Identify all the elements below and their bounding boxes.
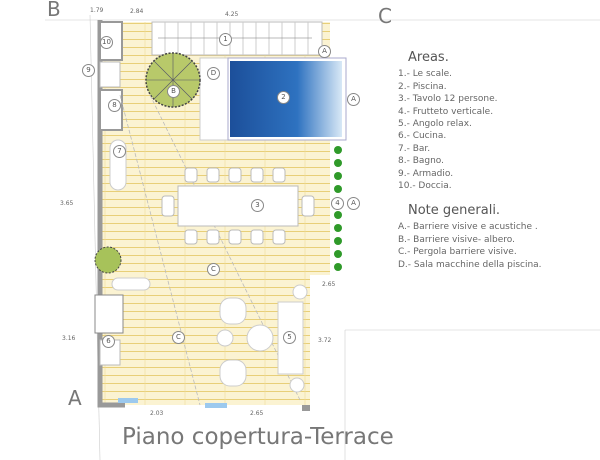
areas-legend: Areas. 1.- Le scale. 2.- Piscina. 3.- Ta… (398, 50, 498, 192)
marker-table: 3 (251, 199, 264, 212)
dimension: 2.65 (250, 410, 264, 417)
marker-tree-b: B (167, 85, 180, 98)
notes-title: Note generali. (408, 203, 501, 218)
grid-label-a: A (68, 386, 82, 410)
dining-table (161, 167, 315, 245)
pergola-lines (119, 94, 301, 406)
areas-title: Areas. (408, 50, 449, 65)
legend-item: 10.- Doccia. (398, 181, 452, 192)
marker-pergola-c: C (172, 331, 185, 344)
legend-item: 7.- Bar. (398, 143, 431, 154)
legend-item: 1.- Le scale. (398, 69, 452, 80)
note-item: B.- Barriere visive- albero. (398, 234, 515, 245)
vertical-garden (334, 146, 342, 271)
marker-bath: 8 (108, 99, 121, 112)
dimension: 2.03 (150, 410, 164, 417)
marker-bar: 7 (113, 145, 126, 158)
legend-item: 3.- Tavolo 12 persone. (398, 94, 498, 105)
marker-garden: 4 (331, 197, 344, 210)
marker-stairs: 1 (219, 33, 232, 46)
plan-title: Piano copertura-Terrace (122, 424, 394, 450)
grid-label-c: C (378, 4, 392, 28)
legend-item: 2.- Piscina. (398, 81, 447, 92)
marker-pergola-c: C (207, 263, 220, 276)
marker-kitchen: 6 (102, 335, 115, 348)
marker-machine-d: D (207, 67, 220, 80)
relax-corner (216, 284, 308, 393)
marker-barrier-a: A (347, 93, 360, 106)
note-item: C.- Pergola barriere visive. (398, 247, 517, 258)
marker-pool: 2 (277, 91, 290, 104)
dimension: 3.16 (62, 335, 76, 342)
notes-legend: Note generali. A.- Barriere visive e acu… (398, 203, 542, 271)
dimension: 3.65 (60, 200, 74, 207)
dimension: 1.79 (90, 7, 104, 14)
legend-item: 9.- Armadio. (398, 168, 454, 179)
dimension: 4.25 (225, 11, 239, 18)
legend-item: 5.- Angolo relax. (398, 119, 472, 130)
note-item: A.- Barriere visive e acustiche . (398, 222, 538, 233)
marker-relax: 5 (283, 331, 296, 344)
note-item: D.- Sala macchine della piscina. (398, 259, 542, 270)
dimension: 2.84 (130, 8, 144, 15)
legend-item: 4.- Frutteto verticale. (398, 106, 494, 117)
marker-shower: 10 (100, 36, 113, 49)
marker-wardrobe: 9 (82, 64, 95, 77)
legend-item: 6.- Cucina. (398, 131, 447, 142)
tree-b (145, 52, 201, 108)
marker-barrier-a: A (347, 197, 360, 210)
dimension: 3.72 (318, 337, 332, 344)
legend-item: 8.- Bagno. (398, 156, 445, 167)
marker-barrier-a: A (318, 45, 331, 58)
grid-label-b: B (47, 0, 61, 21)
stairs (151, 21, 323, 56)
small-tree (94, 246, 122, 274)
dimension: 2.65 (322, 281, 336, 288)
